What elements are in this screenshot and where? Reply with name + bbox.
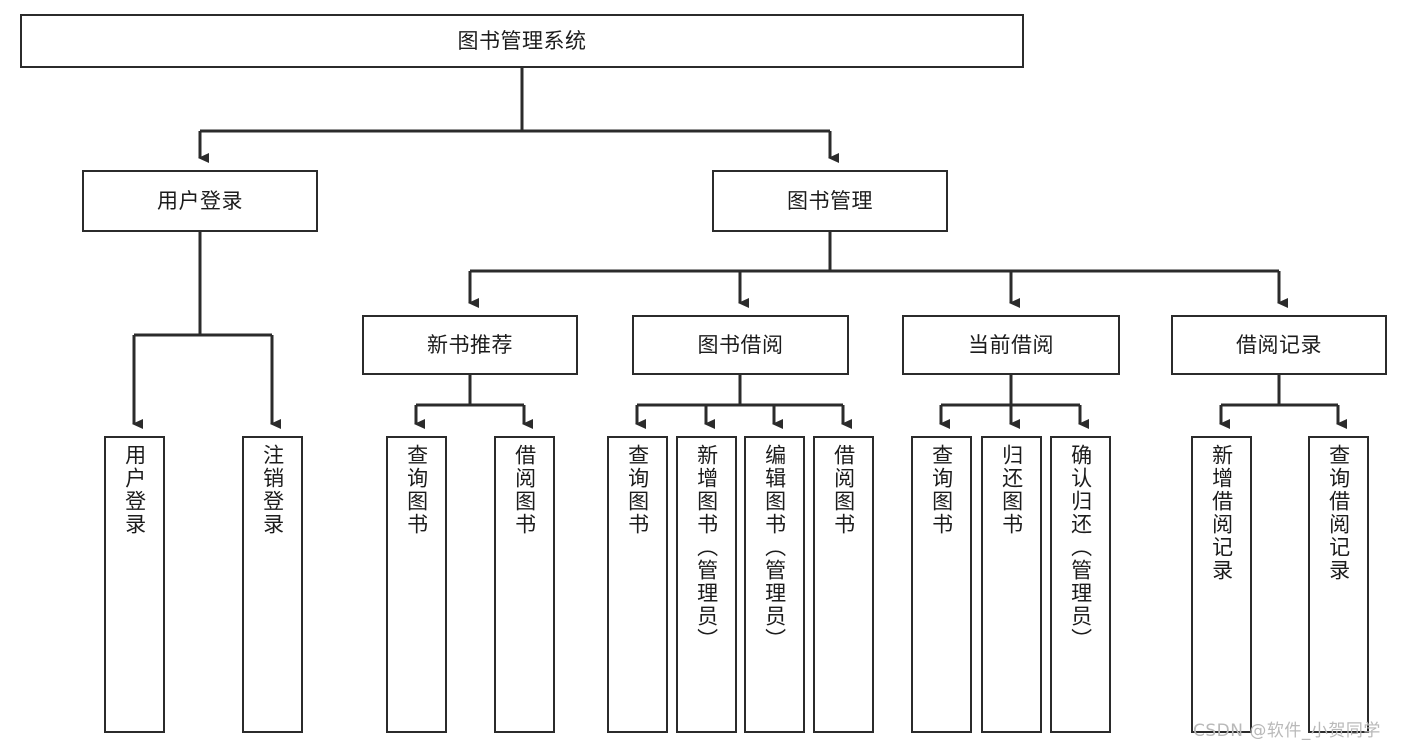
node-borrow-record[interactable]: 借阅记录 — [1171, 315, 1387, 375]
node-book-manage[interactable]: 图书管理 — [712, 170, 948, 232]
csdn-watermark: CSDN @软件_小贺同学 — [1193, 721, 1381, 741]
node-root-system[interactable]: 图书管理系统 — [20, 14, 1024, 68]
leaf-query-book-borrow[interactable]: 查询图书 — [607, 436, 668, 733]
node-label: 借阅图书 — [831, 444, 856, 536]
node-label: 查询借阅记录 — [1326, 444, 1351, 582]
node-label: 编辑图书（管理员） — [762, 444, 787, 651]
leaf-user-login[interactable]: 用户登录 — [104, 436, 165, 733]
node-user-login[interactable]: 用户登录 — [82, 170, 318, 232]
node-new-book-recommend[interactable]: 新书推荐 — [362, 315, 578, 375]
node-label: 查询图书 — [404, 444, 429, 536]
node-label: 用户登录 — [157, 188, 243, 213]
leaf-query-book-current[interactable]: 查询图书 — [911, 436, 972, 733]
node-label: 图书借阅 — [697, 332, 784, 357]
leaf-add-book[interactable]: 新增图书（管理员） — [676, 436, 737, 733]
leaf-query-book-recommend[interactable]: 查询图书 — [386, 436, 447, 733]
node-book-borrow[interactable]: 图书借阅 — [632, 315, 849, 375]
leaf-borrow-book[interactable]: 借阅图书 — [813, 436, 874, 733]
leaf-query-borrow-record[interactable]: 查询借阅记录 — [1308, 436, 1369, 733]
node-label: 借阅图书 — [512, 444, 537, 536]
leaf-borrow-book-recommend[interactable]: 借阅图书 — [494, 436, 555, 733]
node-label: 当前借阅 — [968, 332, 1054, 357]
node-label: 借阅记录 — [1236, 332, 1322, 357]
node-label: 注销登录 — [260, 444, 285, 536]
node-label: 图书管理系统 — [457, 28, 587, 53]
node-label: 查询图书 — [929, 444, 954, 536]
node-label: 查询图书 — [625, 444, 650, 536]
node-current-borrow[interactable]: 当前借阅 — [902, 315, 1120, 375]
node-label: 确认归还（管理员） — [1068, 444, 1093, 651]
leaf-user-logout[interactable]: 注销登录 — [242, 436, 303, 733]
node-label: 图书管理 — [787, 188, 873, 213]
leaf-confirm-return[interactable]: 确认归还（管理员） — [1050, 436, 1111, 733]
node-label: 归还图书 — [999, 444, 1024, 536]
leaf-add-borrow-record[interactable]: 新增借阅记录 — [1191, 436, 1252, 733]
node-label: 新增借阅记录 — [1209, 444, 1234, 582]
node-label: 新书推荐 — [427, 332, 513, 357]
node-label: 新增图书（管理员） — [694, 444, 719, 651]
node-label: 用户登录 — [122, 444, 147, 536]
leaf-return-book[interactable]: 归还图书 — [981, 436, 1042, 733]
leaf-edit-book[interactable]: 编辑图书（管理员） — [744, 436, 805, 733]
